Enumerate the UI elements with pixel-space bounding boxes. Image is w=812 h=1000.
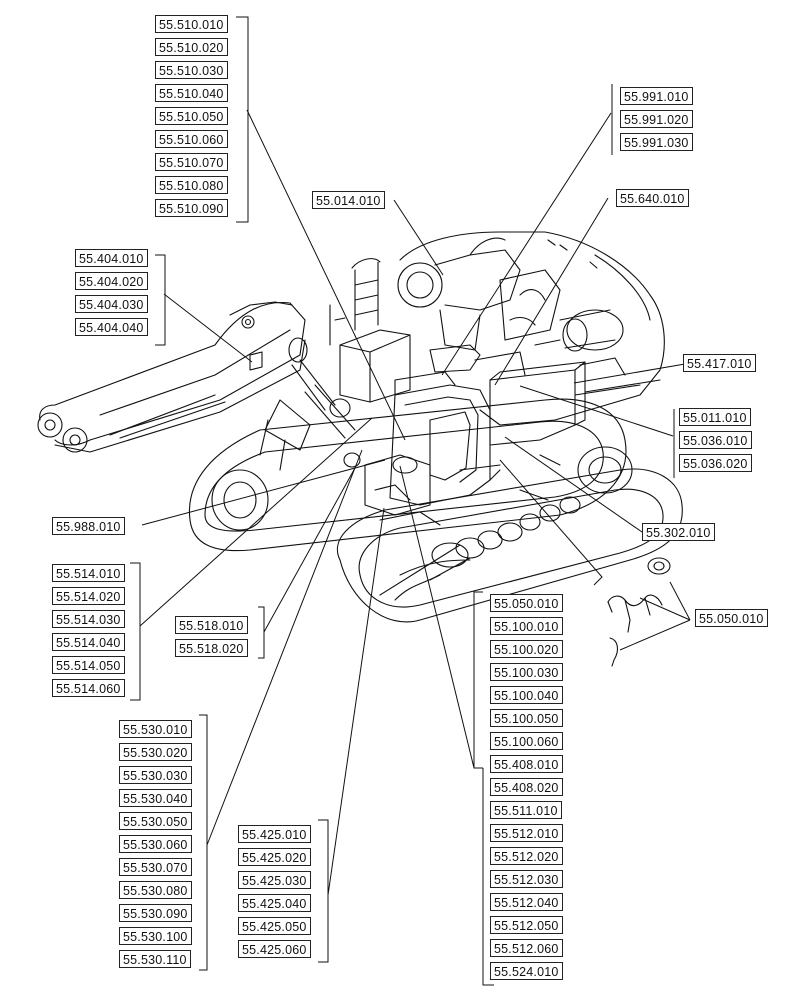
part-code-label: 55.510.040 [155, 84, 228, 102]
part-code-label: 55.530.020 [119, 743, 192, 761]
part-code-label: 55.050.010 [695, 609, 768, 627]
part-code-label: 55.510.090 [155, 199, 228, 217]
boom-drawing [37, 301, 306, 453]
part-code-label: 55.100.020 [490, 640, 563, 658]
part-code-label: 55.011.010 [679, 408, 751, 426]
wiring-harness-drawing [607, 557, 671, 667]
undercarriage-drawing [188, 398, 683, 623]
part-code-label: 55.510.030 [155, 61, 228, 79]
part-code-label: 55.530.050 [119, 812, 192, 830]
part-code-label: 55.425.030 [238, 871, 311, 889]
upper-structure-drawing [399, 231, 665, 446]
part-code-label: 55.510.060 [155, 130, 228, 148]
part-code-label: 55.510.080 [155, 176, 228, 194]
cab-drawing [389, 371, 501, 506]
part-code-label: 55.100.060 [490, 732, 563, 750]
part-code-label: 55.530.110 [119, 950, 191, 968]
part-code-label: 55.036.010 [679, 431, 752, 449]
part-code-label: 55.036.020 [679, 454, 752, 472]
part-code-label: 55.991.020 [620, 110, 693, 128]
boom-cylinder-drawing [259, 337, 361, 471]
part-code-label: 55.530.010 [119, 720, 192, 738]
part-code-label: 55.991.010 [620, 87, 693, 105]
part-code-label: 55.530.090 [119, 904, 192, 922]
part-code-label: 55.510.050 [155, 107, 228, 125]
part-code-label: 55.425.060 [238, 940, 311, 958]
part-code-label: 55.425.010 [238, 825, 311, 843]
part-code-label: 55.991.030 [620, 133, 693, 151]
part-code-label: 55.510.020 [155, 38, 228, 56]
part-code-label: 55.425.040 [238, 894, 311, 912]
part-code-label: 55.512.020 [490, 847, 563, 865]
part-code-label: 55.530.030 [119, 766, 192, 784]
part-code-label: 55.100.050 [490, 709, 563, 727]
part-code-label: 55.510.010 [155, 15, 228, 33]
leader-lines [130, 16, 691, 986]
part-code-label: 55.408.020 [490, 778, 563, 796]
part-code-label: 55.514.040 [52, 633, 125, 651]
part-code-label: 55.512.030 [490, 870, 563, 888]
lower-hose-assembly [379, 496, 581, 601]
part-code-label: 55.530.060 [119, 835, 192, 853]
part-code-label: 55.404.040 [75, 318, 148, 336]
part-code-label: 55.512.010 [490, 824, 563, 842]
part-code-label: 55.530.040 [119, 789, 192, 807]
control-console-drawing [364, 454, 441, 526]
part-code-label: 55.511.010 [490, 801, 562, 819]
part-code-label: 55.417.010 [683, 354, 756, 372]
part-code-label: 55.518.010 [175, 616, 248, 634]
part-code-label: 55.514.030 [52, 610, 125, 628]
part-code-label: 55.404.010 [75, 249, 148, 267]
part-code-label: 55.514.020 [52, 587, 125, 605]
part-code-label: 55.404.030 [75, 295, 148, 313]
part-code-label: 55.408.010 [490, 755, 563, 773]
part-code-label: 55.518.020 [175, 639, 248, 657]
part-code-label: 55.512.050 [490, 916, 563, 934]
part-code-label: 55.514.050 [52, 656, 125, 674]
part-code-label: 55.640.010 [616, 189, 689, 207]
part-code-label: 55.524.010 [490, 962, 563, 980]
part-code-label: 55.512.040 [490, 893, 563, 911]
part-code-label: 55.014.010 [312, 191, 385, 209]
part-code-label: 55.988.010 [52, 517, 125, 535]
part-code-label: 55.530.070 [119, 858, 192, 876]
part-code-label: 55.425.020 [238, 848, 311, 866]
part-code-label: 55.100.040 [490, 686, 563, 704]
part-code-label: 55.530.100 [119, 927, 192, 945]
part-code-label: 55.100.030 [490, 663, 563, 681]
part-code-label: 55.425.050 [238, 917, 311, 935]
part-code-label: 55.514.060 [52, 679, 125, 697]
part-code-label: 55.100.010 [490, 617, 563, 635]
part-code-label: 55.514.010 [52, 564, 125, 582]
part-code-label: 55.404.020 [75, 272, 148, 290]
part-code-label: 55.530.080 [119, 881, 192, 899]
part-code-label: 55.512.060 [490, 939, 563, 957]
part-code-label: 55.302.010 [642, 523, 715, 541]
part-code-label: 55.510.070 [155, 153, 228, 171]
tank-drawing [329, 258, 411, 403]
part-code-label: 55.050.010 [490, 594, 563, 612]
